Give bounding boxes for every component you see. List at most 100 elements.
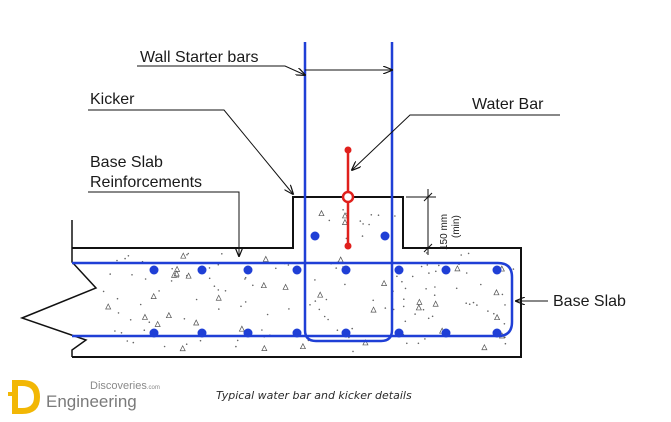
rebar-section-dot	[394, 328, 404, 338]
stipple-dot	[411, 275, 414, 278]
stipple-dot	[427, 317, 430, 320]
aggregate-mark	[341, 218, 349, 225]
aggregate-mark	[174, 265, 181, 272]
stipple-dot	[424, 338, 426, 340]
label-water-bar: Water Bar	[472, 96, 544, 113]
rebar-section-dot	[380, 231, 390, 241]
leaders	[88, 65, 560, 301]
aggregate-mark	[454, 265, 461, 272]
stipple-dot	[129, 319, 132, 321]
label-wall-starter-bars: Wall Starter bars	[140, 49, 259, 66]
stipple-dot	[361, 235, 364, 237]
stipple-dot	[414, 313, 416, 315]
kicker-leader	[88, 109, 293, 194]
rebar-section-dot	[197, 328, 207, 338]
stipple-dot	[504, 304, 506, 306]
rebar-section-dot	[310, 231, 320, 241]
diagram-caption: Typical water bar and kicker details	[216, 389, 412, 402]
starter-bar-base-hook	[303, 329, 394, 343]
stipple-dot	[186, 274, 188, 277]
stipple-dot	[425, 288, 427, 290]
slab-and-kicker-outline	[72, 196, 522, 358]
stipple-dot	[139, 303, 142, 306]
aggregate-mark	[150, 292, 157, 299]
stipple-dot	[372, 299, 375, 302]
stipple-dot	[404, 287, 407, 290]
engineering-discoveries-logo: Discoveries.com Engineering	[8, 380, 160, 414]
stipple-dot	[186, 253, 188, 256]
stipple-dot	[327, 318, 329, 321]
stipple-dot	[392, 308, 395, 311]
stipple-dot	[487, 310, 489, 312]
water-bar-leader	[352, 114, 560, 170]
svg-text:Discoveries.com: Discoveries.com	[90, 380, 160, 392]
stipple-dot	[401, 280, 403, 283]
rebar-section-dot	[243, 328, 253, 338]
stipple-dot	[396, 275, 398, 278]
stipple-dot	[213, 285, 216, 288]
stipple-dot	[501, 293, 504, 296]
stipple-dot	[195, 298, 198, 301]
stipple-dot	[309, 304, 311, 306]
stipple-dot	[384, 307, 387, 309]
stipple-dot	[217, 289, 220, 291]
stipple-dot	[102, 290, 105, 293]
rebar-section-dot	[441, 328, 451, 338]
stipple-dot	[185, 343, 188, 346]
stipple-dot	[224, 290, 227, 292]
stipple-dot	[288, 308, 290, 310]
aggregate-mark	[173, 270, 180, 277]
stipple-dot	[406, 342, 408, 345]
stipple-dot	[476, 304, 478, 306]
stipple-dot	[435, 270, 437, 273]
stipple-dot	[460, 254, 463, 256]
kicker-height-dimension: 150 mm (min)	[406, 189, 462, 255]
stipple-dot	[352, 350, 354, 353]
rebar-section-dot	[341, 328, 351, 338]
stipple-dot	[163, 345, 166, 348]
stipple-dot	[480, 283, 482, 286]
stipple-dot	[177, 276, 179, 278]
rebar-section-dot	[394, 265, 404, 275]
stipple-dot	[394, 215, 396, 217]
stipple-dot	[199, 339, 202, 342]
stipple-dot	[336, 329, 339, 332]
stipple-dot	[467, 252, 470, 255]
rebar-section-dot	[341, 265, 351, 275]
water-bar-top-end	[344, 146, 352, 154]
stipple-dot	[218, 308, 220, 310]
stipple-dot	[318, 308, 321, 311]
aggregate-mark	[141, 313, 149, 320]
stipple-dot	[370, 214, 373, 216]
dimension-value: 150 mm	[439, 214, 450, 250]
stipple-dot	[116, 297, 119, 300]
stipple-dot	[434, 286, 436, 288]
stipple-dot	[170, 280, 173, 282]
label-kicker: Kicker	[90, 91, 135, 108]
rebar-section-dot	[243, 265, 253, 275]
rebar-section-dot	[292, 265, 302, 275]
stipple-dot	[235, 345, 237, 348]
stipple-dot	[472, 301, 475, 304]
aggregate-mark	[154, 320, 161, 327]
aggregate-mark	[262, 255, 269, 262]
stipple-dot	[208, 267, 211, 269]
aggregate-mark	[215, 294, 222, 301]
aggregate-mark	[170, 271, 178, 278]
stipple-dot	[503, 323, 506, 325]
aggregate-mark	[416, 298, 423, 305]
logo-line2: Engineering	[46, 392, 137, 411]
aggregate-mark	[282, 283, 289, 290]
stipple-dot	[261, 329, 263, 331]
aggregate-mark	[260, 281, 267, 289]
stipple-dot	[131, 274, 133, 276]
aggregate-mark	[299, 342, 306, 350]
stipple-dot	[431, 315, 434, 318]
aggregate-mark	[193, 319, 200, 326]
label-base-slab: Base Slab	[553, 293, 626, 310]
aggregate-mark	[317, 291, 324, 298]
rebar-section-dot	[197, 265, 207, 275]
aggregate-mark	[238, 325, 245, 332]
stipple-dot	[287, 264, 290, 266]
stipple-dot	[403, 298, 405, 301]
